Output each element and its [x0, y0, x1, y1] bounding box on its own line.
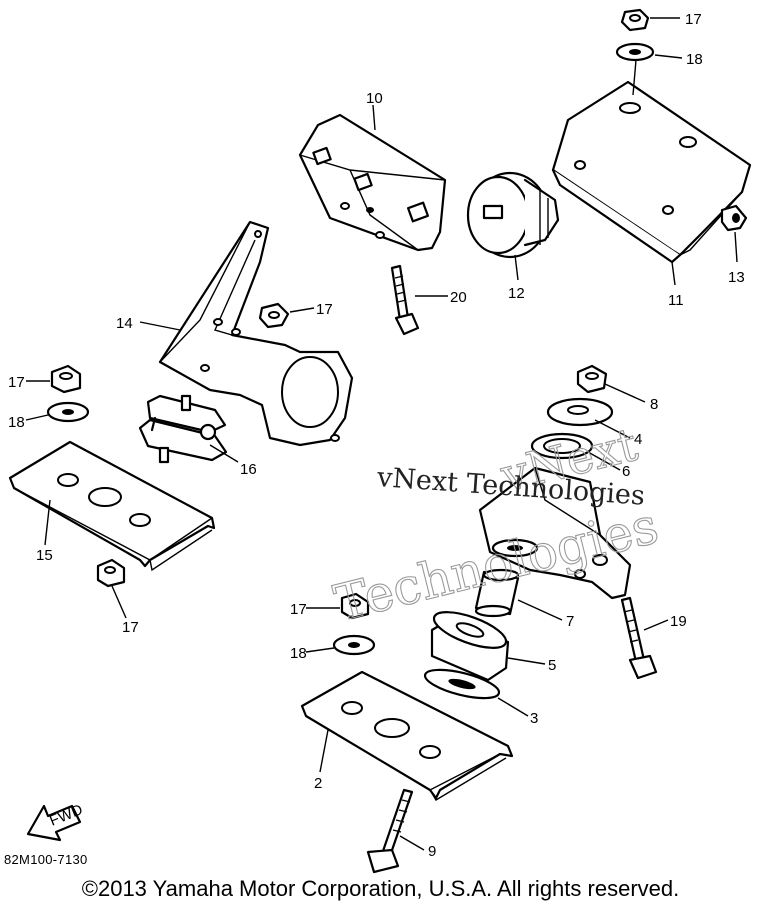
nut-17-bracket[interactable]: [258, 302, 290, 329]
callout-9: 9: [428, 843, 436, 860]
leader-lines: [25, 17, 738, 851]
washer-18-left[interactable]: [46, 401, 90, 423]
callout-7: 7: [566, 613, 574, 630]
cover-11[interactable]: [551, 80, 752, 264]
callout-8: 8: [650, 396, 658, 413]
diagram-code: 82M100-7130: [4, 852, 88, 867]
callout-20: 20: [450, 289, 467, 306]
mount-12[interactable]: [466, 171, 560, 259]
callout-4: 4: [634, 431, 642, 448]
callout-17: 17: [290, 601, 307, 618]
nut-17-top[interactable]: [620, 8, 650, 32]
callout-16: 16: [240, 461, 257, 478]
callout-17: 17: [316, 301, 333, 318]
callout-11: 11: [668, 292, 684, 309]
callout-6: 6: [622, 463, 630, 480]
bolt-9[interactable]: [366, 788, 414, 874]
sleeve-7[interactable]: [474, 568, 520, 618]
washer-18-top[interactable]: [615, 42, 655, 62]
callout-18: 18: [290, 645, 307, 662]
callout-14: 14: [116, 315, 133, 332]
callout-19: 19: [670, 613, 687, 630]
bracket-14[interactable]: [158, 220, 354, 447]
callout-2: 2: [314, 775, 322, 792]
nut-17-bottom[interactable]: [340, 592, 370, 620]
callout-18: 18: [8, 414, 25, 431]
callout-5: 5: [548, 657, 556, 674]
damper-5[interactable]: [430, 605, 510, 682]
plate-15[interactable]: [8, 440, 216, 572]
grommet-13[interactable]: [720, 204, 748, 232]
bracket-upper-right[interactable]: [478, 466, 632, 600]
bolt-19[interactable]: [620, 596, 658, 680]
callout-12: 12: [508, 285, 525, 302]
ring-6[interactable]: [530, 432, 594, 460]
washer-18-bottom[interactable]: [332, 634, 376, 656]
callout-17: 17: [122, 619, 139, 636]
copyright-notice: ©2013 Yamaha Motor Corporation, U.S.A. A…: [81, 876, 680, 901]
callout-13: 13: [728, 269, 745, 286]
callout-3: 3: [530, 710, 538, 727]
callout-17: 17: [8, 374, 25, 391]
fwd-arrow-icon: FWD: [26, 801, 85, 842]
callout-17: 17: [685, 11, 702, 28]
plate-2[interactable]: [300, 670, 514, 801]
bracket-10[interactable]: [298, 113, 447, 252]
nut-17-bottom-left[interactable]: [96, 558, 126, 588]
nut-17-left[interactable]: [50, 364, 82, 394]
mount-16[interactable]: [138, 394, 228, 464]
callouts: 17 18 10 12 11 13 20 17 14 17 18 16 15 1…: [8, 11, 745, 860]
washer-4[interactable]: [546, 397, 614, 427]
nut-8[interactable]: [576, 364, 608, 394]
callout-15: 15: [36, 547, 53, 564]
bolt-20[interactable]: [390, 264, 420, 336]
callout-18: 18: [686, 51, 703, 68]
washer-3[interactable]: [422, 664, 501, 704]
callout-10: 10: [366, 90, 383, 107]
